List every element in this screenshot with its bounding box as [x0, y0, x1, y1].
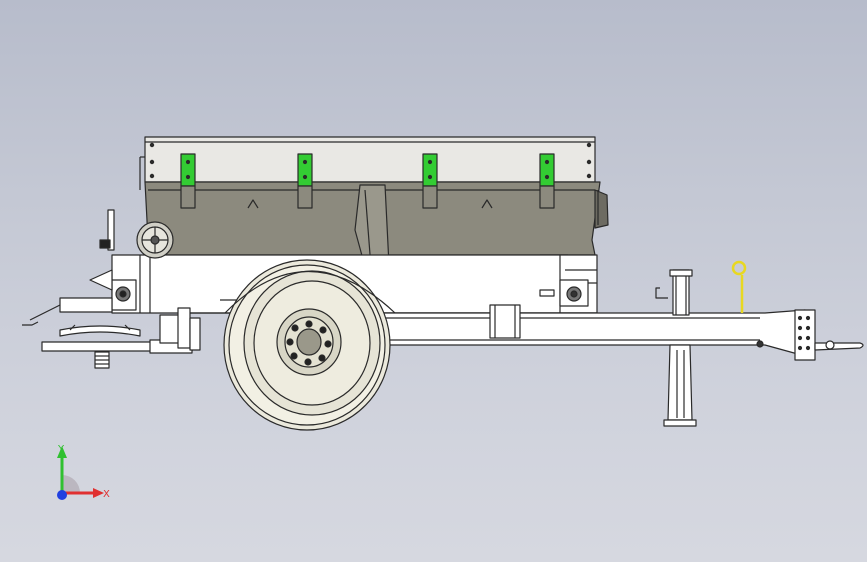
- jack-stand[interactable]: [655, 269, 697, 427]
- drawbar[interactable]: [379, 304, 864, 361]
- wheel[interactable]: [223, 259, 391, 431]
- hitch-handle[interactable]: [731, 260, 747, 313]
- fender: [224, 271, 396, 314]
- y-axis-label: Y: [57, 444, 65, 455]
- hopper-mount-brackets[interactable]: [180, 153, 555, 209]
- z-axis-dot: [57, 490, 67, 500]
- x-axis-label: X: [103, 489, 110, 500]
- coordinate-triad: Y X: [57, 444, 110, 500]
- rear-spinner-assembly[interactable]: [22, 209, 201, 369]
